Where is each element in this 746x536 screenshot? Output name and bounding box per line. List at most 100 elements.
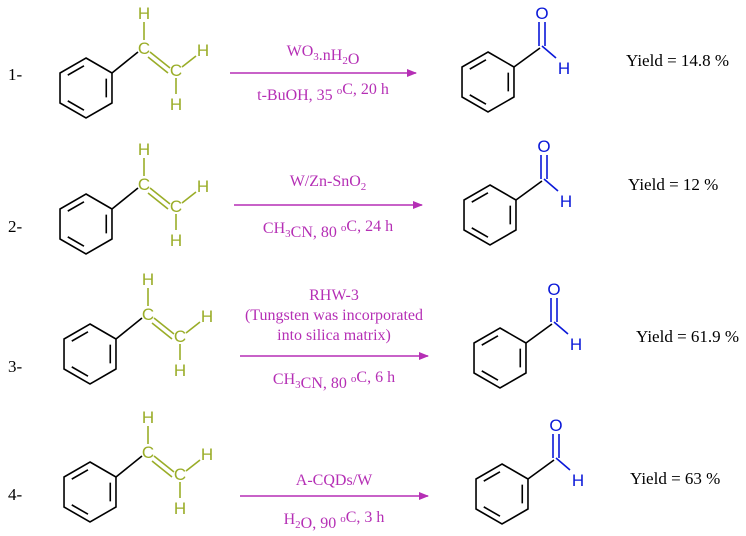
- condition-subscript: 3: [285, 228, 291, 240]
- aldehyde-c-h-bond: [543, 178, 559, 192]
- vinyl-double-bond: [149, 187, 171, 205]
- ring-double-bond: [469, 59, 487, 70]
- condition-fragment: O: [348, 51, 360, 68]
- ring-carbonyl-bond: [513, 47, 541, 68]
- vinyl-double-bond: [149, 51, 171, 69]
- condition-label: H2O, 90 oC, 3 h: [284, 509, 385, 532]
- reagent-label: W/Zn-SnO2: [290, 173, 367, 193]
- vinyl-hydrogen-2: H: [197, 41, 209, 60]
- yield-label: Yield = 14.8 %: [626, 51, 729, 70]
- ring-outline: [463, 184, 517, 246]
- condition-fragment: WO: [287, 43, 314, 60]
- c-h-bond: [181, 55, 197, 68]
- carbonyl-oxygen: O: [547, 280, 560, 299]
- ring-carbonyl-bond: [525, 323, 553, 344]
- ring-vinyl-bond: [111, 187, 139, 210]
- ring-outline: [473, 327, 527, 389]
- reaction-number: 2-: [8, 217, 23, 236]
- vinyl-hydrogen-1: H: [142, 408, 154, 427]
- condition-subscript: 3: [313, 51, 319, 63]
- condition-fragment: A-CQDs/W: [296, 472, 373, 489]
- condition-fragment: C, 6 h: [356, 369, 395, 386]
- ring-double-bond: [481, 335, 499, 346]
- ring-double-bond: [71, 504, 89, 515]
- vinyl-hydrogen-2: H: [197, 177, 209, 196]
- vinyl-carbon-2: C: [174, 465, 186, 484]
- aldehyde-hydrogen: H: [558, 59, 570, 78]
- benzaldehyde-molecule: OH: [461, 4, 570, 113]
- c-h-bond: [181, 191, 197, 204]
- c-h-bond: [185, 459, 201, 472]
- ring-vinyl-bond: [111, 51, 139, 74]
- ring-double-bond: [483, 471, 501, 482]
- condition-fragment: .nH: [319, 47, 343, 64]
- vinyl-hydrogen-3: H: [174, 499, 186, 518]
- vinyl-double-bond: [147, 192, 169, 210]
- ring-outline: [461, 51, 515, 113]
- condition-label: t-BuOH, 35 oC, 20 h: [257, 81, 389, 104]
- carbonyl-oxygen: O: [535, 4, 548, 23]
- condition-fragment: CH: [263, 220, 286, 237]
- aldehyde-c-h-bond: [541, 45, 557, 59]
- ring-vinyl-bond: [115, 455, 143, 478]
- benzene-ring: [63, 461, 117, 523]
- vinyl-carbon-2: C: [170, 61, 182, 80]
- ring-double-bond: [71, 366, 89, 377]
- vinyl-double-bond: [153, 455, 175, 473]
- vinyl-carbon-1: C: [138, 175, 150, 194]
- reagent-line: into silica matrix): [277, 327, 391, 344]
- ring-carbonyl-bond: [515, 180, 543, 201]
- vinyl-double-bond: [151, 460, 173, 478]
- reagent-label: WO3.nH2O: [287, 43, 360, 68]
- condition-fragment: o: [337, 85, 343, 97]
- aldehyde-hydrogen: H: [570, 335, 582, 354]
- benzene-ring: [59, 57, 113, 119]
- ring-double-bond: [469, 94, 487, 105]
- condition-fragment: C, 3 h: [346, 509, 385, 526]
- ring-double-bond: [67, 201, 85, 212]
- condition-subscript: 2: [342, 55, 348, 67]
- carbonyl-oxygen: O: [549, 416, 562, 435]
- condition-fragment: C, 20 h: [342, 81, 389, 98]
- vinyl-hydrogen-1: H: [138, 4, 150, 23]
- benzene-ring: [59, 193, 113, 255]
- yield-label: Yield = 61.9 %: [636, 327, 739, 346]
- aldehyde-c-h-bond: [555, 457, 571, 471]
- condition-fragment: CH: [273, 371, 296, 388]
- reagent-label: A-CQDs/W: [296, 472, 373, 489]
- ring-double-bond: [481, 370, 499, 381]
- vinyl-carbon-2: C: [170, 197, 182, 216]
- c-h-bond: [185, 321, 201, 334]
- vinyl-carbon-1: C: [138, 39, 150, 58]
- condition-fragment: W/Zn-SnO: [290, 173, 361, 190]
- vinyl-carbon-1: C: [142, 305, 154, 324]
- yield-label: Yield = 63 %: [630, 469, 720, 488]
- aldehyde-c-h-bond: [553, 321, 569, 335]
- vinyl-hydrogen-3: H: [174, 361, 186, 380]
- vinyl-double-bond: [153, 317, 175, 335]
- ring-outline: [63, 323, 117, 385]
- condition-subscript: 2: [295, 519, 301, 531]
- vinyl-carbon-1: C: [142, 443, 154, 462]
- condition-fragment: H: [284, 511, 296, 528]
- vinyl-hydrogen-1: H: [138, 140, 150, 159]
- condition-label: CH3CN, 80 oC, 24 h: [263, 218, 393, 241]
- aldehyde-hydrogen: H: [560, 192, 572, 211]
- vinyl-hydrogen-2: H: [201, 307, 213, 326]
- ring-outline: [59, 193, 113, 255]
- condition-label: CH3CN, 80 oC, 6 h: [273, 369, 395, 392]
- ring-outline: [63, 461, 117, 523]
- condition-subscript: 2: [361, 181, 367, 193]
- condition-fragment: o: [341, 222, 347, 234]
- vinyl-hydrogen-1: H: [142, 270, 154, 289]
- vinyl-carbon-2: C: [174, 327, 186, 346]
- ring-vinyl-bond: [115, 317, 143, 340]
